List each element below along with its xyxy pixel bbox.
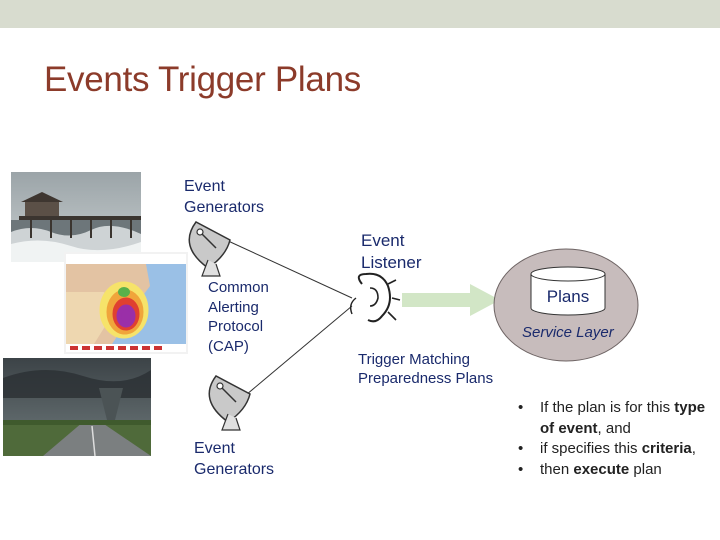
bullet-text: then: [540, 460, 574, 478]
label-line: Preparedness Plans: [358, 370, 494, 387]
label-line: Event: [194, 440, 235, 457]
listening-ear-icon: [349, 272, 401, 323]
label-line: (CAP): [208, 337, 249, 355]
label-line: Event: [361, 231, 405, 250]
plans-label: Plans: [546, 287, 590, 306]
label-line: Protocol: [208, 318, 264, 335]
satellite-dish-icon: [188, 221, 231, 277]
bullet-text: ,: [691, 440, 696, 457]
tornado-road-photo: [3, 358, 151, 456]
bullet-text: , and: [597, 419, 631, 437]
label-line: Alerting: [208, 298, 259, 316]
bullet-item: If the plan is for this type of event, a…: [518, 398, 718, 439]
bullet-item: if specifies this criteria,: [518, 439, 718, 460]
slide-title: Events Trigger Plans: [44, 60, 361, 99]
event-generators-top-label: Event Generators: [184, 176, 264, 218]
condition-bullet-list: If the plan is for this type of event, a…: [518, 398, 718, 480]
bullet-text: if specifies this: [540, 440, 642, 457]
bullet-bold-text: type of event: [540, 399, 706, 437]
label-line: Event: [184, 178, 225, 195]
cap-label: Common Alerting Protocol (CAP): [208, 278, 269, 356]
satellite-dish-icon: [208, 375, 251, 431]
label-line: Common: [208, 279, 269, 296]
database-cylinder-icon: [530, 266, 606, 316]
label-line: Generators: [194, 461, 275, 478]
flow-arrow: [402, 284, 500, 316]
service-layer-label: Service Layer: [522, 324, 614, 341]
connector-line-top: [225, 239, 353, 299]
bullet-bold-text: execute: [573, 460, 630, 478]
bullet-text: plan: [629, 460, 662, 478]
trigger-matching-label: Trigger Matching Preparedness Plans: [358, 350, 493, 388]
bullet-bold-text: criteria: [641, 440, 692, 457]
label-line: Trigger Matching: [358, 351, 470, 368]
label-line: Generators: [184, 199, 265, 216]
bullet-item: then execute plan: [518, 460, 718, 481]
label-line: Listener: [361, 253, 422, 272]
event-listener-label: Event Listener: [361, 230, 421, 274]
top-bar: [0, 0, 720, 28]
hurricane-map-photo: [64, 252, 188, 354]
event-generators-bottom-label: Event Generators: [194, 438, 274, 480]
bullet-text: If the plan is for this: [540, 399, 675, 416]
connector-line-bottom: [239, 305, 353, 401]
